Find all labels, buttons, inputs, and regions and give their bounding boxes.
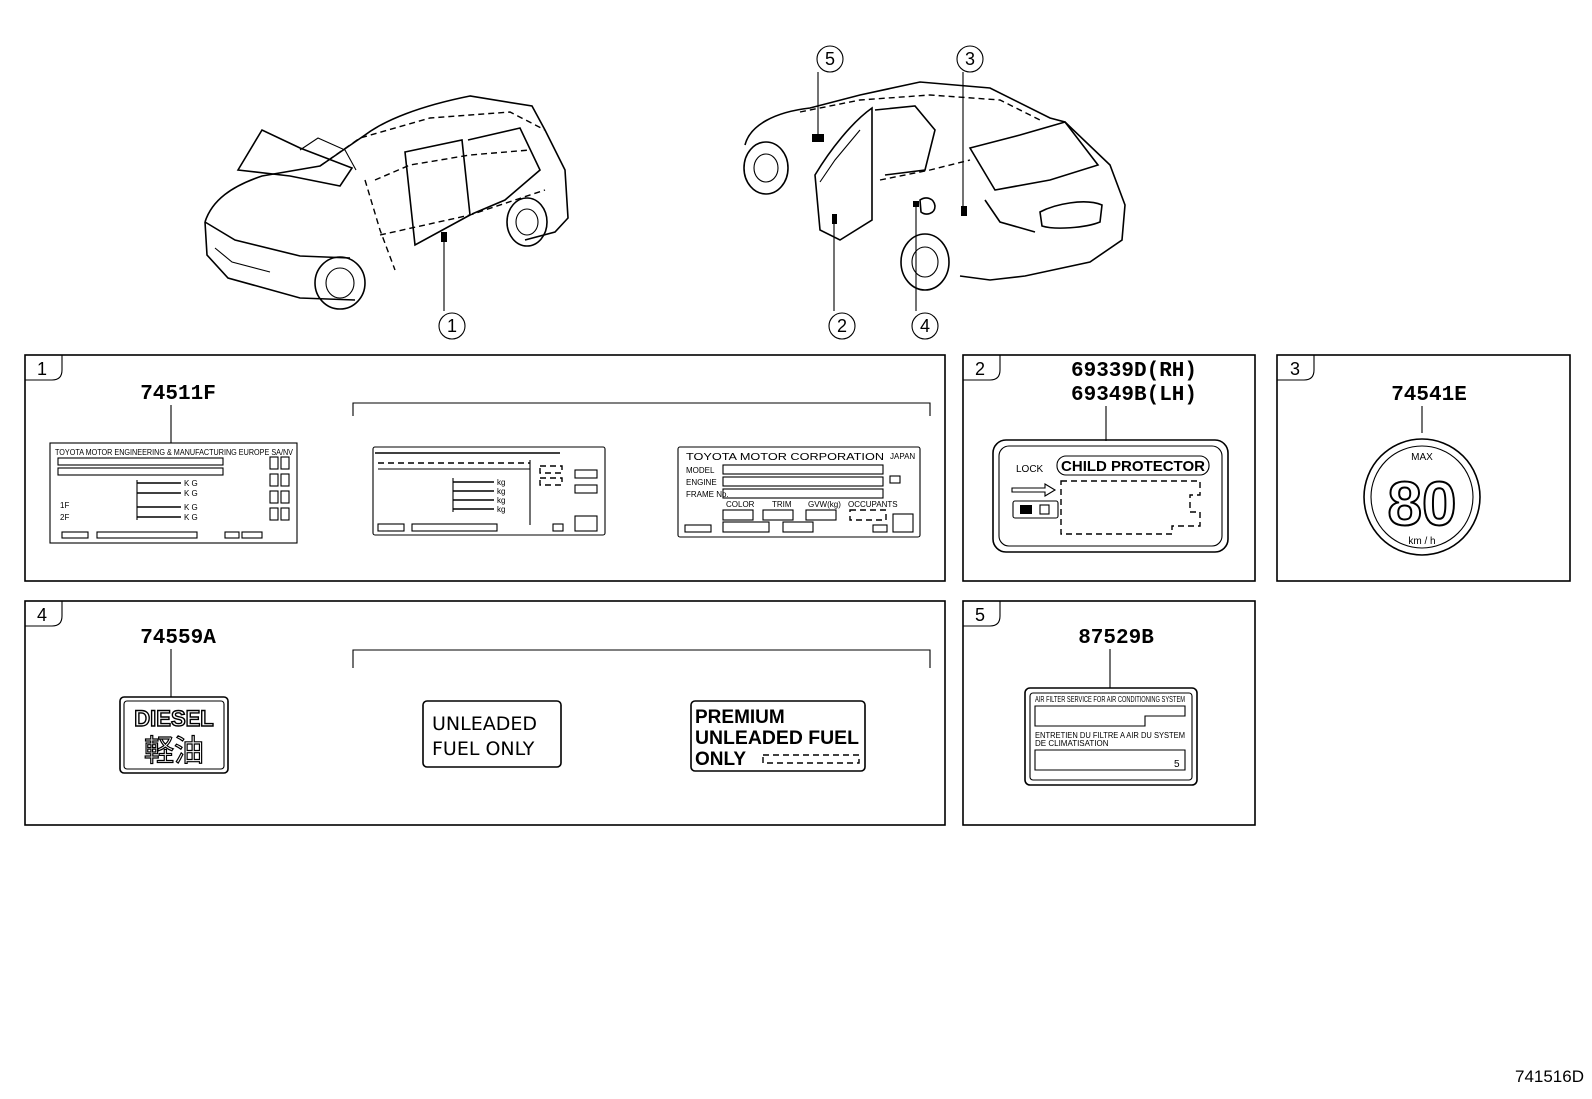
- callout-5: 5: [816, 45, 844, 73]
- callout-2: 2: [828, 312, 856, 340]
- label-1b-kg-1: kg: [497, 478, 505, 487]
- label-1a-header: TOYOTA MOTOR ENGINEERING & MANUFACTURING…: [55, 448, 294, 457]
- panel-2-number: 2: [975, 359, 985, 379]
- diagram-code: 741516D: [1514, 1067, 1584, 1086]
- child-protector-title: CHILD PROTECTOR: [1061, 458, 1205, 475]
- child-protector-lock-text: LOCK: [1016, 464, 1044, 475]
- label-1a-kg-4: K G: [184, 513, 198, 522]
- panel-1-number: 1: [37, 359, 47, 379]
- unleaded-line-2: FUEL ONLY: [432, 738, 535, 760]
- premium-label: PREMIUM UNLEADED FUEL ONLY: [690, 700, 866, 772]
- variant-bracket: [352, 402, 931, 416]
- callout-1: 1: [438, 312, 466, 340]
- callout-5-number: 5: [825, 49, 835, 69]
- label-1b-kg-2: kg: [497, 487, 505, 496]
- rear-vehicle-illustration: [743, 72, 1126, 311]
- callout-4: 4: [911, 312, 939, 340]
- premium-line-3: ONLY: [695, 749, 746, 770]
- unleaded-line-1: UNLEADED: [432, 713, 537, 735]
- panel-2-part-number-rh: 69339D(RH): [1071, 360, 1197, 383]
- panel-5: 5 87529B AIR FILTER SERVICE FOR AIR COND…: [962, 600, 1256, 826]
- panel-4-part-number: 74559A: [140, 627, 216, 650]
- panel-3: 3 74541E MAX 80 km / h: [1276, 354, 1571, 582]
- panel-5-number: 5: [975, 605, 985, 625]
- callout-3: 3: [956, 45, 984, 73]
- panel-4-number: 4: [37, 605, 47, 625]
- callout-4-number: 4: [920, 316, 930, 336]
- callout-1-number: 1: [447, 316, 457, 336]
- label-1c-row-frame: FRAME No.: [686, 490, 729, 499]
- label-1c-field-color: COLOR: [726, 500, 755, 509]
- label-1a-kg-2: K G: [184, 489, 198, 498]
- label-1b: kg kg kg kg: [372, 446, 606, 536]
- lock-switch-icon: [1020, 505, 1032, 514]
- label-1c-field-gvw: GVW(kg): [808, 500, 841, 509]
- child-protector-label: LOCK CHILD PROTECTOR: [992, 439, 1229, 553]
- diesel-label: DIESEL 軽油: [119, 696, 229, 774]
- panel-2-part-number-lh: 69349B(LH): [1071, 384, 1197, 407]
- max-speed-label: MAX 80 km / h: [1363, 438, 1481, 556]
- max-speed-value: 80: [1388, 470, 1457, 539]
- air-filter-line-2: ENTRETIEN DU FILTRE A AIR DU SYSTEM: [1035, 731, 1185, 740]
- label-1b-kg-3: kg: [497, 496, 505, 505]
- label-1c-tag: JAPAN: [890, 452, 915, 461]
- label-1c-field-trim: TRIM: [772, 500, 792, 509]
- premium-line-1: PREMIUM: [695, 707, 785, 728]
- callout-3-number: 3: [965, 49, 975, 69]
- panel-2: 2 69339D(RH) 69349B(LH) LOCK CHILD PROTE…: [962, 354, 1256, 582]
- panel-1-part-number: 74511F: [140, 383, 216, 406]
- label-1c-row-model: MODEL: [686, 466, 715, 475]
- max-speed-max-text: MAX: [1411, 452, 1433, 463]
- air-filter-line-3: DE CLIMATISATION: [1035, 739, 1109, 748]
- premium-line-2: UNLEADED FUEL: [695, 728, 859, 749]
- front-vehicle-illustration: [204, 95, 569, 311]
- label-1c-header: TOYOTA MOTOR CORPORATION: [686, 452, 884, 463]
- label-1c-field-occupants: OCCUPANTS: [848, 500, 898, 509]
- label-1a-kg-1: K G: [184, 479, 198, 488]
- air-filter-label: AIR FILTER SERVICE FOR AIR CONDITIONING …: [1024, 687, 1198, 786]
- panel-5-part-number: 87529B: [1078, 627, 1154, 650]
- air-filter-digit: 5: [1174, 759, 1180, 770]
- panel-3-part-number: 74541E: [1391, 384, 1467, 407]
- label-1a-axle-rear: 2F: [60, 513, 69, 522]
- panel-3-number: 3: [1290, 359, 1300, 379]
- label-1a: TOYOTA MOTOR ENGINEERING & MANUFACTURING…: [49, 442, 298, 544]
- label-1c-row-engine: ENGINE: [686, 478, 717, 487]
- max-speed-unit: km / h: [1408, 536, 1435, 547]
- unleaded-label: UNLEADED FUEL ONLY: [422, 700, 562, 768]
- panel-4: 4 74559A DIESEL 軽油 UNLEADED FUEL ONLY PR…: [24, 600, 946, 826]
- arrow-right-icon: [1011, 483, 1057, 497]
- label-1c: TOYOTA MOTOR CORPORATION JAPAN MODEL ENG…: [677, 446, 921, 538]
- diesel-japanese-text: 軽油: [144, 734, 204, 769]
- label-1b-kg-4: kg: [497, 505, 505, 514]
- air-filter-line-1: AIR FILTER SERVICE FOR AIR CONDITIONING …: [1035, 695, 1185, 704]
- label-1a-kg-3: K G: [184, 503, 198, 512]
- diesel-text: DIESEL: [134, 706, 213, 731]
- callout-2-number: 2: [837, 316, 847, 336]
- variant-bracket-fuel: [352, 649, 931, 668]
- panel-1: 1 74511F TOYOTA MOTOR ENGINEERING & MANU…: [24, 354, 946, 582]
- label-1a-axle-front: 1F: [60, 501, 69, 510]
